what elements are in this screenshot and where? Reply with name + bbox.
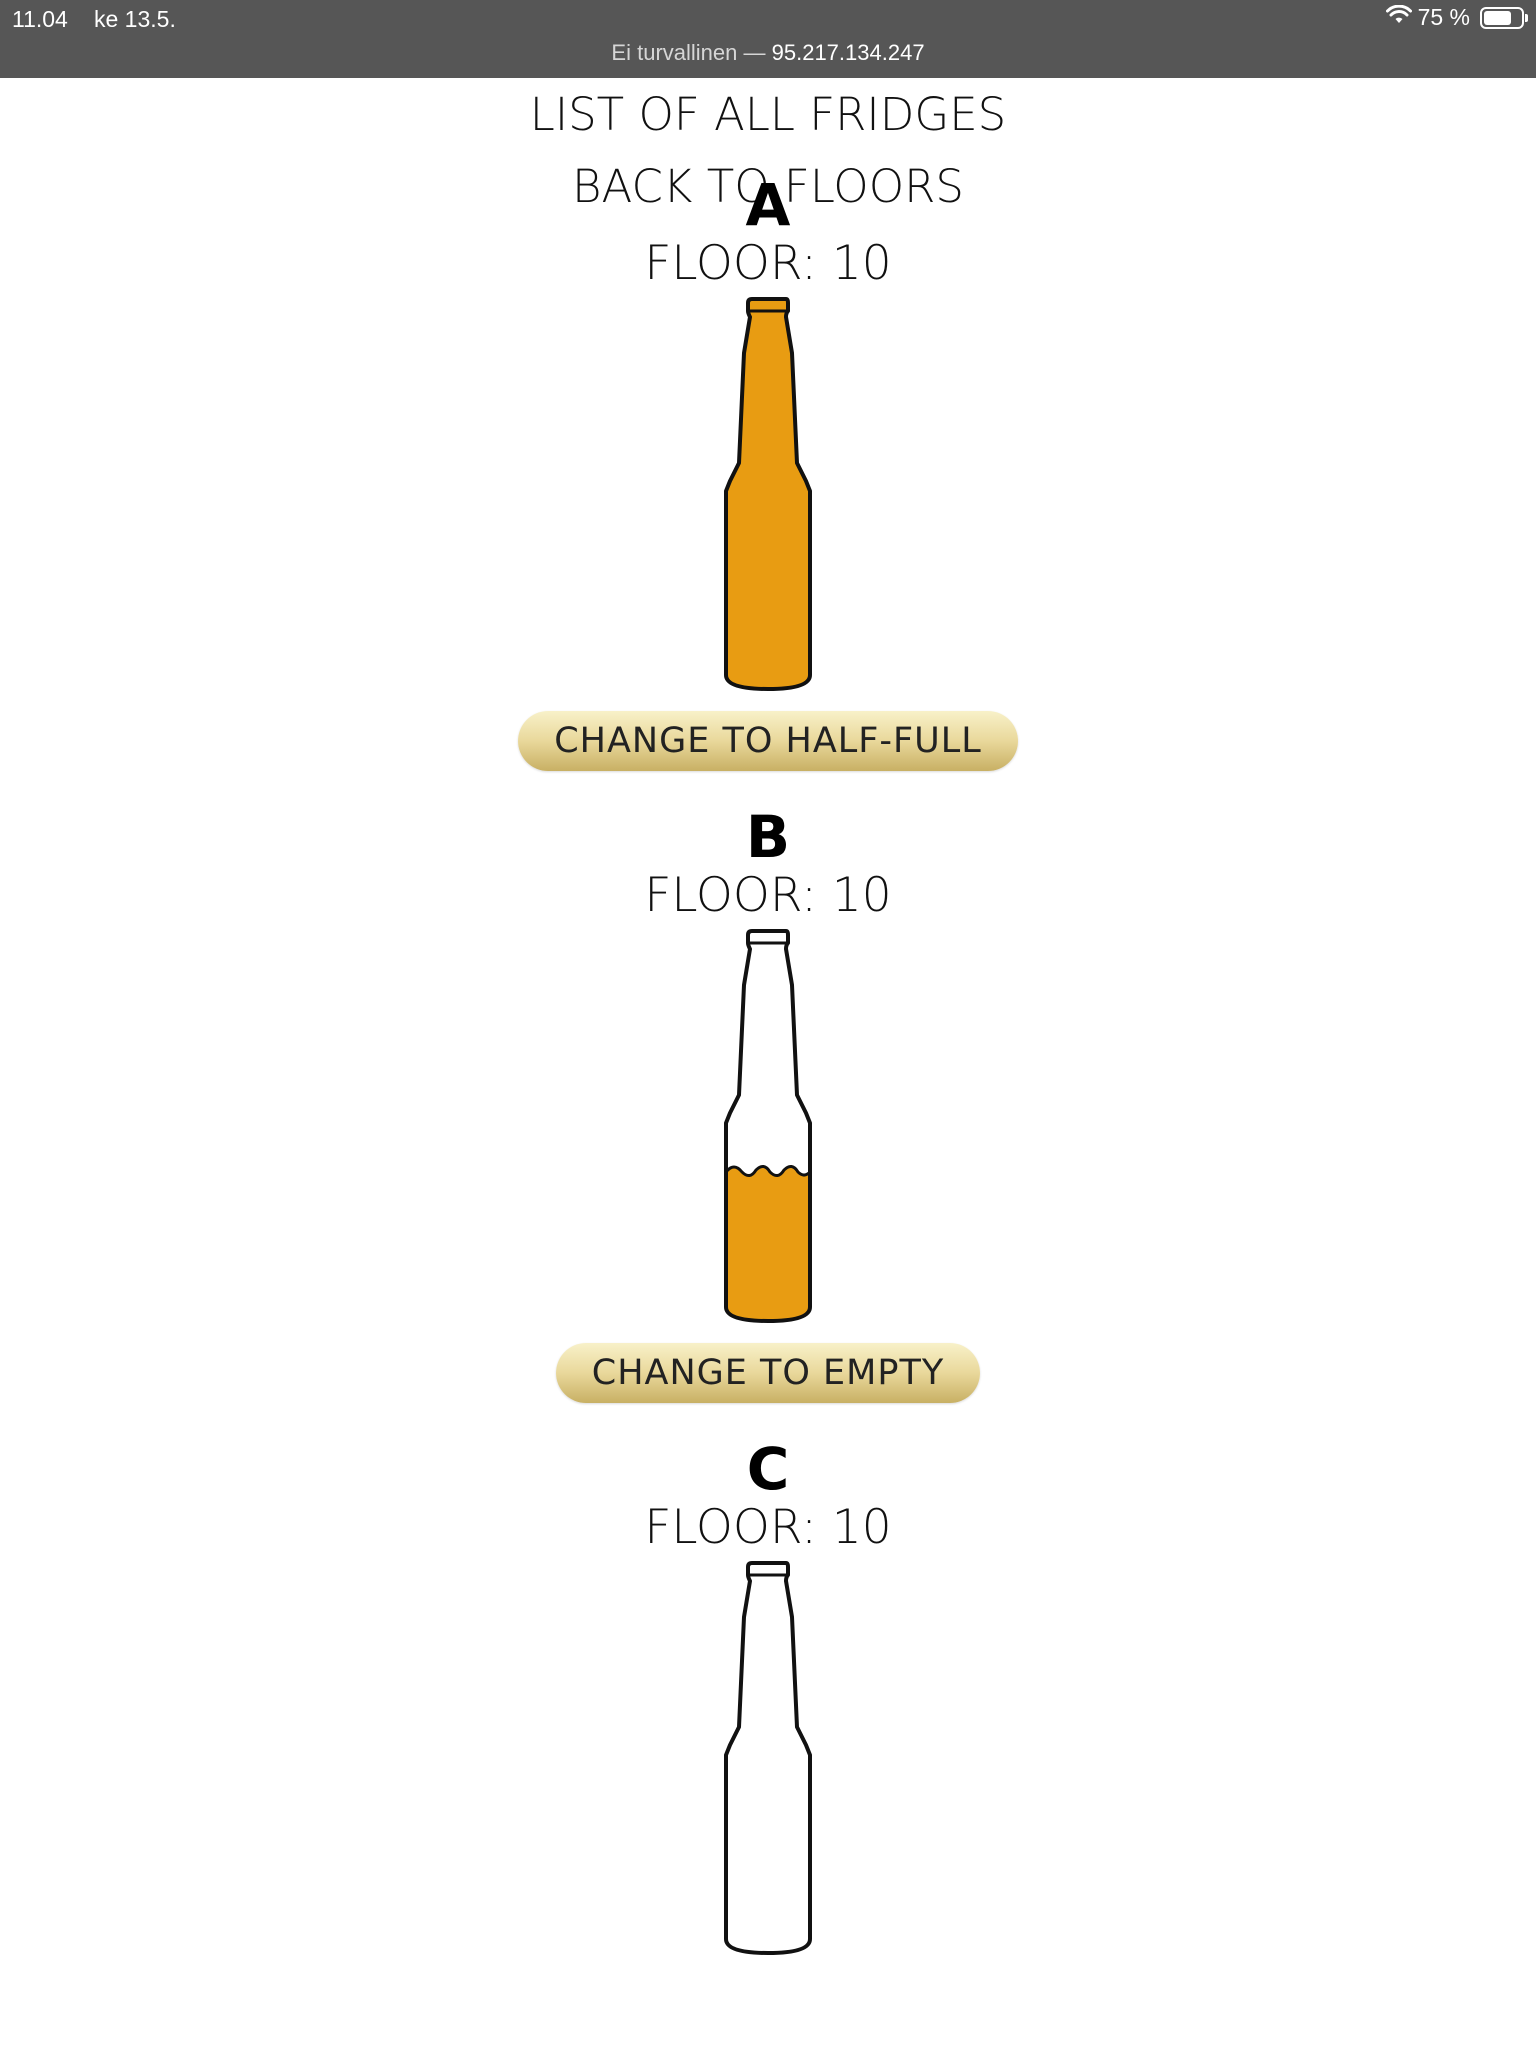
url-security-label: Ei turvallinen — <box>611 40 766 65</box>
bottle-icon <box>708 1557 828 1957</box>
bottle-icon <box>708 293 828 693</box>
fridge-floor: FLOOR: 10 <box>644 1500 892 1555</box>
battery-percent: 75 % <box>1417 4 1470 30</box>
back-to-floors-link[interactable]: BACK TO FLOORS <box>572 160 964 213</box>
beer-fill <box>726 299 810 689</box>
status-bar: 11.04 ke 13.5. 75 % Ei turvallinen — 95.… <box>0 0 1536 78</box>
fridge-name: A <box>745 171 791 239</box>
bottle-icon <box>708 925 828 1325</box>
fridge-floor: FLOOR: 10 <box>644 868 892 923</box>
wifi-icon <box>1385 4 1412 31</box>
beer-fill <box>726 1166 810 1321</box>
status-date: ke 13.5. <box>94 6 176 32</box>
fridge-floor: FLOOR: 10 <box>644 236 892 291</box>
status-time: 11.04 <box>12 6 68 32</box>
list-all-fridges-link[interactable]: LIST OF ALL FRIDGES <box>529 88 1007 141</box>
address-bar[interactable]: Ei turvallinen — 95.217.134.247 <box>0 40 1536 66</box>
change-state-button[interactable]: CHANGE TO EMPTY <box>555 1343 981 1403</box>
fridge-name: C <box>746 1435 790 1503</box>
battery-icon <box>1480 6 1528 29</box>
status-right: 75 % <box>1385 4 1528 31</box>
fridge-name: B <box>745 803 791 871</box>
url-host: 95.217.134.247 <box>771 40 925 65</box>
change-state-button[interactable]: CHANGE TO HALF-FULL <box>518 711 1018 771</box>
